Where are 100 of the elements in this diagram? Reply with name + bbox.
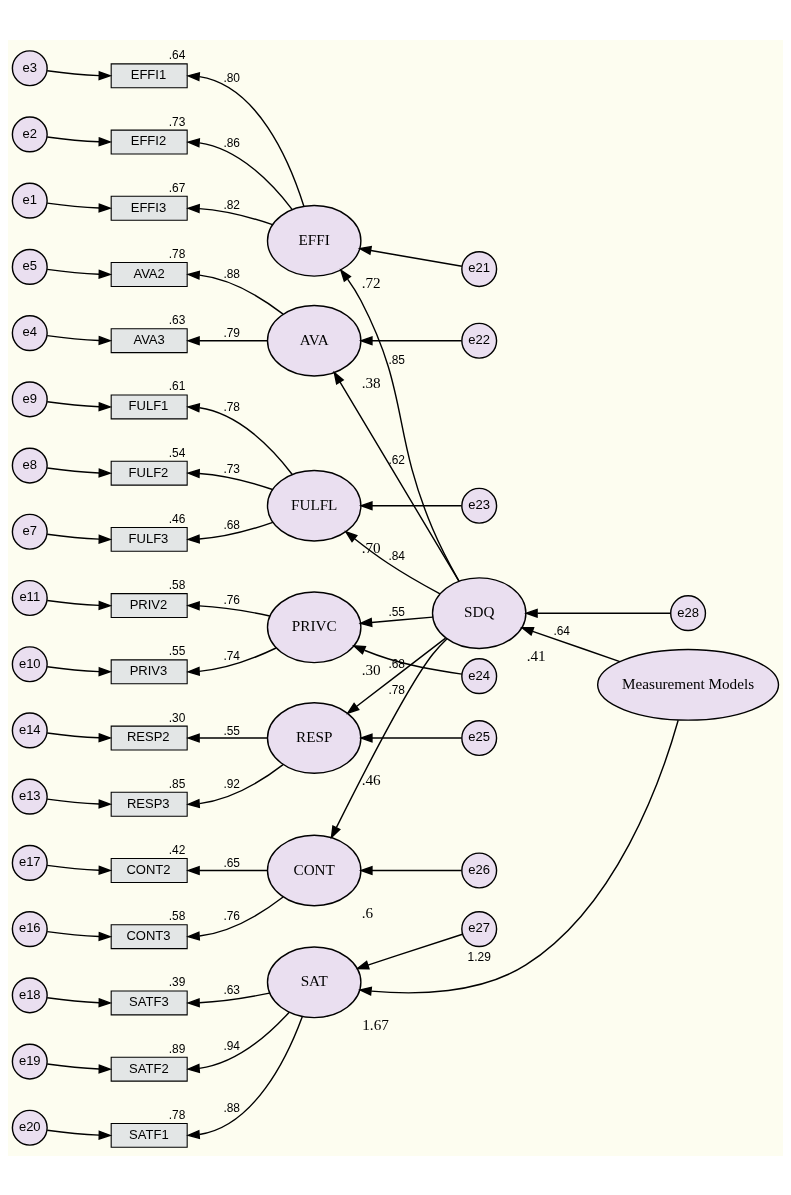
node-circle: e14 bbox=[11, 711, 48, 748]
node-ellipse: CONT bbox=[266, 834, 362, 906]
node-circle: e19 bbox=[11, 1042, 48, 1080]
node-circle: e1 bbox=[11, 182, 48, 219]
edge-label: .76 bbox=[223, 908, 240, 923]
arrow bbox=[46, 599, 113, 610]
arrow bbox=[344, 529, 441, 595]
edge-label: .94 bbox=[223, 1038, 240, 1053]
arrow bbox=[46, 797, 113, 809]
node-ellipse: SDQ bbox=[431, 576, 527, 649]
node-circle: e18 bbox=[11, 976, 48, 1013]
arrow bbox=[358, 732, 463, 743]
arrow bbox=[46, 1062, 113, 1074]
node-circle: e26 bbox=[461, 851, 498, 889]
node-circle: e3 bbox=[11, 49, 48, 86]
arrow bbox=[46, 201, 113, 213]
node-circle: e17 bbox=[11, 844, 48, 881]
node-label: .89 bbox=[168, 1041, 186, 1056]
node-circle: e5 bbox=[11, 248, 48, 285]
edge-label: .68 bbox=[223, 517, 240, 532]
node-circle: e21 bbox=[461, 250, 498, 287]
node-label: .64 bbox=[168, 47, 186, 62]
node-label: .6 bbox=[361, 903, 374, 921]
node-circle: e27 bbox=[461, 910, 498, 947]
node-circle: e2 bbox=[11, 115, 48, 153]
arrow bbox=[520, 626, 621, 662]
arrow bbox=[46, 334, 113, 345]
arrow bbox=[186, 468, 274, 490]
node-label: .58 bbox=[168, 908, 186, 923]
arrow bbox=[46, 864, 113, 875]
node-label: .85 bbox=[168, 776, 186, 791]
node-circle: e20 bbox=[11, 1109, 48, 1146]
arrow bbox=[46, 1129, 113, 1140]
edge-label: .88 bbox=[223, 1100, 240, 1115]
node-label: .78 bbox=[168, 246, 186, 261]
edge-label: .78 bbox=[223, 399, 240, 414]
arrow bbox=[46, 268, 113, 279]
node-circle: e4 bbox=[11, 314, 48, 351]
edge-label: .79 bbox=[223, 325, 240, 340]
edge-label: .55 bbox=[223, 723, 240, 738]
edge-label: .82 bbox=[223, 197, 240, 212]
edge-label: .86 bbox=[223, 135, 240, 150]
node-circle: e13 bbox=[11, 778, 48, 815]
arrow bbox=[186, 1015, 303, 1139]
node-circle: e10 bbox=[11, 645, 48, 682]
node-label: .61 bbox=[168, 378, 186, 393]
arrow bbox=[46, 400, 113, 411]
node-label: .46 bbox=[361, 770, 381, 788]
arrow bbox=[358, 615, 434, 627]
arrow bbox=[186, 137, 293, 210]
node-circle: e28 bbox=[670, 594, 707, 631]
arrow bbox=[333, 370, 460, 582]
arrow bbox=[186, 402, 293, 475]
node-circle: e22 bbox=[461, 322, 498, 359]
node-ellipse: AVA bbox=[266, 304, 362, 377]
arrow bbox=[186, 646, 277, 676]
node-label: .55 bbox=[168, 643, 186, 658]
arrow bbox=[358, 335, 463, 345]
arrow bbox=[186, 521, 274, 544]
arrow bbox=[186, 1011, 290, 1073]
node-label: .46 bbox=[168, 511, 186, 526]
edge-label: .84 bbox=[388, 548, 405, 563]
arrow bbox=[355, 933, 464, 969]
arrow bbox=[46, 930, 113, 941]
node-label: .42 bbox=[168, 842, 186, 857]
node-circle: e24 bbox=[461, 657, 498, 694]
edge-label: 1.29 bbox=[467, 949, 491, 964]
node-label: .70 bbox=[361, 538, 381, 556]
arrow bbox=[46, 135, 113, 147]
node-ellipse: Measurement Models bbox=[596, 648, 780, 721]
arrow bbox=[186, 732, 269, 743]
arrow bbox=[186, 865, 269, 875]
edge-label: .74 bbox=[223, 648, 240, 663]
node-label: .63 bbox=[168, 312, 186, 327]
node-label: .41 bbox=[526, 646, 546, 664]
node-label: .67 bbox=[168, 180, 186, 195]
arrow bbox=[186, 203, 274, 225]
edge-label: .78 bbox=[388, 682, 405, 697]
node-label: 1.67 bbox=[362, 1015, 389, 1033]
node-ellipse: EFFI bbox=[266, 204, 362, 277]
arrow bbox=[358, 865, 463, 875]
edge-label: .80 bbox=[223, 70, 240, 85]
arrow bbox=[186, 763, 284, 808]
node-circle: e11 bbox=[11, 579, 48, 616]
arrow bbox=[346, 636, 447, 714]
node-ellipse: SAT bbox=[266, 945, 362, 1018]
node-label: .58 bbox=[168, 577, 186, 592]
edge-label: .73 bbox=[223, 461, 240, 476]
edge-label: .76 bbox=[223, 592, 240, 607]
node-label: .54 bbox=[168, 445, 186, 460]
arrow bbox=[46, 731, 113, 743]
node-circle: e23 bbox=[461, 487, 498, 524]
node-label: .30 bbox=[361, 660, 381, 678]
arrow bbox=[46, 533, 113, 544]
arrow bbox=[46, 69, 113, 80]
node-label: .39 bbox=[168, 974, 186, 989]
node-circle: e25 bbox=[461, 719, 498, 756]
node-label: .72 bbox=[361, 273, 381, 291]
arrow bbox=[330, 637, 448, 839]
arrow bbox=[357, 245, 463, 267]
